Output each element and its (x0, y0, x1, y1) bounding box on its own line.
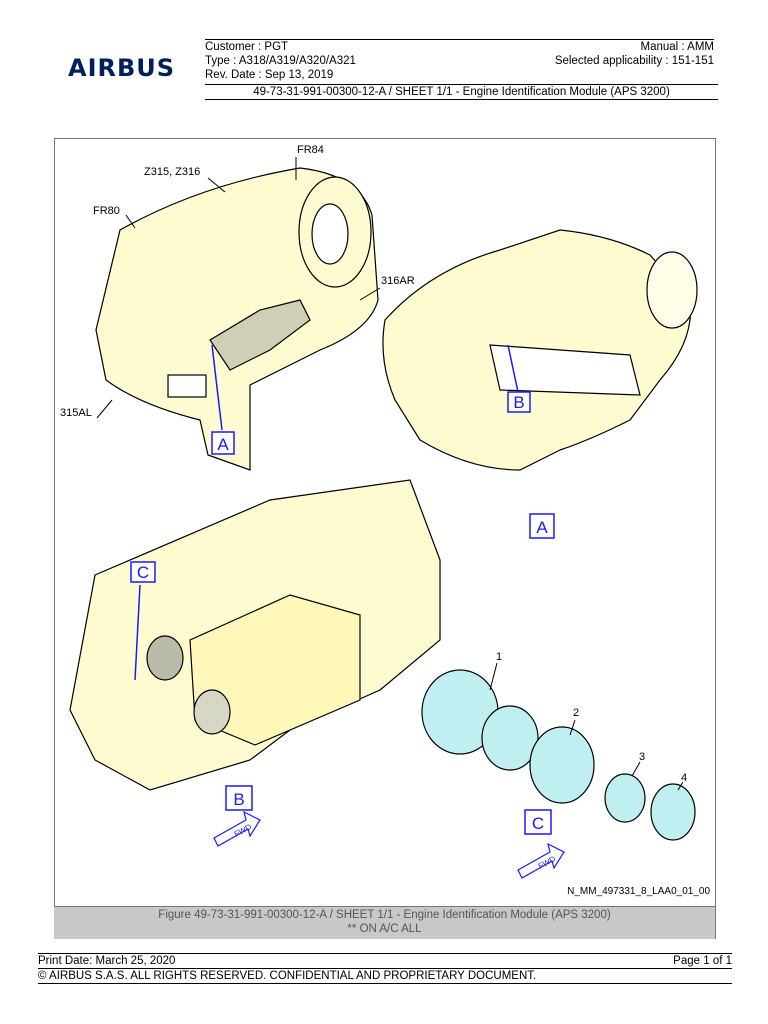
caption-line-2: ** ON A/C ALL (347, 923, 422, 935)
apu-detail-shape (209, 299, 311, 371)
figure-reference: N_MM_497331_8_LAA0_01_00 (567, 886, 710, 897)
item-4-label: 4 (681, 772, 687, 784)
label-fr80: FR80 (93, 205, 120, 217)
page-number-text: Page 1 of 1 (673, 955, 732, 967)
header-block: Customer : PGT Manual : AMM Type : A318/… (205, 39, 714, 82)
view-b-box-1: B (513, 393, 524, 412)
customer-text: Customer : PGT (205, 41, 289, 53)
view-b-box-2: B (233, 790, 244, 809)
apu-exhaust-shape (646, 251, 698, 329)
fwd-arrow-b (213, 810, 261, 847)
view-a-box-1: A (217, 435, 229, 454)
figure-caption: Figure 49-73-31-991-00300-12-A / SHEET 1… (54, 906, 715, 939)
part-3-disc-shape (604, 773, 646, 823)
type-text: Type : A318/A319/A320/A321 (205, 55, 356, 67)
part-4-cap-shape (650, 783, 696, 841)
nacelle-inner-shape (311, 203, 349, 265)
item-2-label: 2 (573, 707, 579, 719)
view-c-box-2: C (532, 814, 544, 833)
caption-line-1: Figure 49-73-31-991-00300-12-A / SHEET 1… (158, 909, 611, 921)
view-a-box-2: A (536, 518, 548, 537)
view-c-box-1: C (137, 563, 149, 582)
print-date-text: Print Date: March 25, 2020 (38, 955, 176, 967)
cable-connector-shape (193, 689, 231, 735)
part-2-shell-shape (529, 726, 595, 804)
access-panel-shape (167, 374, 207, 398)
document-title: 49-73-31-991-00300-12-A / SHEET 1/1 - En… (205, 84, 718, 100)
connector-c-shape (146, 635, 184, 681)
footer-print-row: Print Date: March 25, 2020 Page 1 of 1 (38, 953, 732, 968)
rev-date-text: Rev. Date : Sep 13, 2019 (205, 69, 334, 81)
part-1-face-shape (481, 705, 539, 771)
label-315al: 315AL (60, 407, 92, 419)
label-fr84: FR84 (297, 144, 324, 156)
fwd-arrow-c (517, 842, 565, 879)
footer-copyright: © AIRBUS S.A.S. ALL RIGHTS RESERVED. CON… (38, 968, 732, 984)
label-316ar: 316AR (381, 275, 415, 287)
apu-inlet-shape (489, 344, 641, 396)
item-1-label: 1 (496, 651, 502, 663)
applicability-text: Selected applicability : 151-151 (554, 55, 714, 67)
airbus-logo: AIRBUS (68, 54, 176, 82)
manual-text: Manual : AMM (640, 41, 715, 53)
label-z315-z316: Z315, Z316 (144, 166, 200, 178)
item-3-label: 3 (639, 751, 645, 763)
